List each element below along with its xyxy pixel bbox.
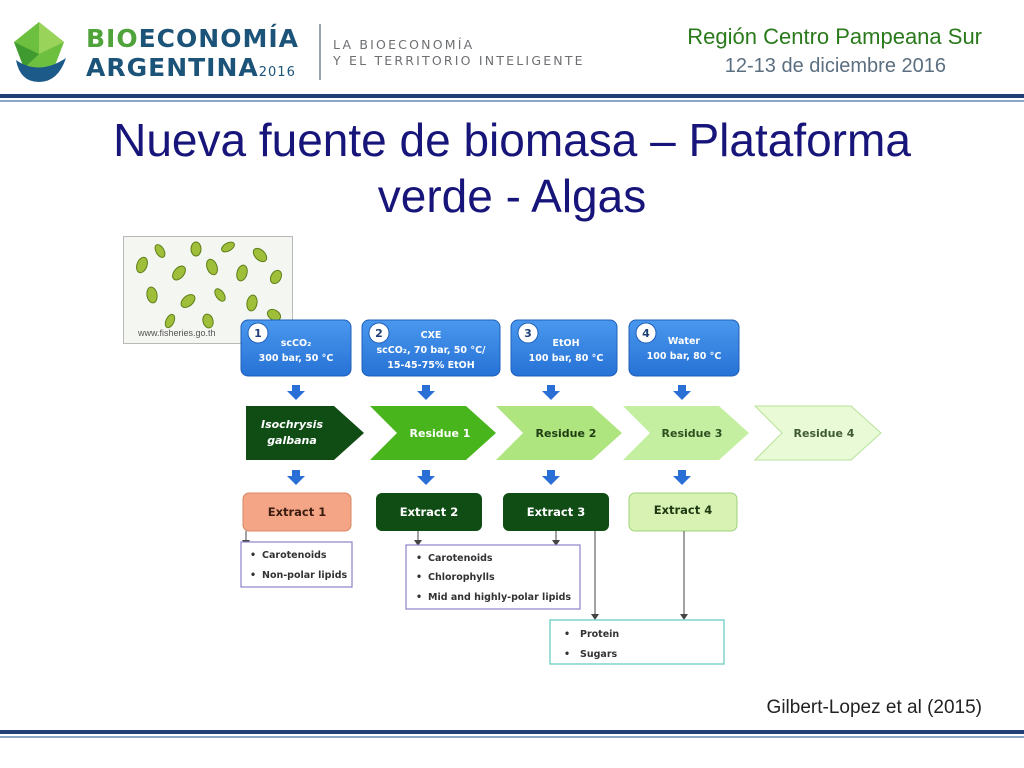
header-rule-thick [0,94,1024,98]
down-arrow-icon [417,385,435,400]
slide-title-line2: verde - Algas [377,170,647,222]
down-arrows-row1 [287,385,691,400]
list3-bullet-0: • [564,629,570,640]
chevron-residue-3: Residue 3 [623,406,749,460]
list-box-extract-3-4: • Protein • Sugars [549,619,725,665]
down-arrow-icon [542,470,560,485]
chevron-0-line1: Isochrysis [261,418,323,431]
citation: Gilbert-Lopez et al (2015) [766,697,982,718]
chevron-3-label: Residue 3 [662,427,723,440]
list1-item-1: Non-polar lipids [262,570,348,581]
footer-rule-thick [0,730,1024,734]
list3-item-0: Protein [580,629,619,640]
list2-bullet-1: • [416,572,422,583]
photo-source-caption: www.fisheries.go.th [138,328,216,338]
down-arrow-icon [673,385,691,400]
chevron-isochrysis: Isochrysis galbana [246,406,364,460]
chevron-0-line2: galbana [267,434,317,447]
list2-item-2: Mid and highly-polar lipids [428,592,571,603]
event-dates: 12-13 de diciembre 2016 [724,55,946,77]
down-arrow-icon [287,470,305,485]
step-2-line1: CXE [421,330,442,341]
list3-item-1: Sugars [580,649,618,660]
logo-argentina: ARGENTINA [86,53,259,82]
logo-wordmark-line2: ARGENTINA2016 [86,53,296,82]
footer-rule-thin [0,736,1024,738]
step-number-4: 4 [642,327,650,340]
chevron-residue-4: Residue 4 [753,405,882,461]
step-box-2: 2 CXE scCO₂, 70 bar, 50 °C/ 15-45-75% Et… [361,319,501,377]
list2-bullet-2: • [416,592,422,603]
step-2-line2: scCO₂, 70 bar, 50 °C/ [376,345,486,356]
step-number-3: 3 [524,327,532,340]
chevron-residue-2: Residue 2 [496,406,622,460]
logo-year: 2016 [258,65,296,80]
extract-box-2: Extract 2 [376,493,482,531]
logo-separator [319,24,321,80]
step-3-line1: EtOH [552,338,579,349]
step-2-line3: 15-45-75% EtOH [387,360,474,371]
step-4-line1: Water [668,336,701,347]
list1-bullet-1: • [250,570,256,581]
region-label: Región Centro Pampeana Sur [687,24,982,49]
extract-box-1: Extract 1 [242,492,352,532]
step-3-line2: 100 bar, 80 °C [529,353,604,364]
logo-economia: ECONOMÍA [138,24,299,53]
logo-bio: BIO [86,24,139,53]
step-box-4: 4 Water 100 bar, 80 °C [628,319,740,377]
down-arrow-icon [417,470,435,485]
step-number-2: 2 [375,327,383,340]
logo-wordmark-line1: BIOECONOMÍA [86,24,299,53]
chevron-4-label: Residue 4 [794,427,855,440]
down-arrows-row2 [287,470,691,485]
list1-item-0: Carotenoids [262,550,327,561]
extract-4-label: Extract 4 [654,503,713,517]
step-1-line1: scCO₂ [281,338,312,349]
microalgae-cells-icon [136,241,283,329]
down-arrow-icon [673,470,691,485]
list-box-extract-1: • Carotenoids • Non-polar lipids [240,541,353,588]
chevron-1-label: Residue 1 [410,427,471,440]
extract-1-label: Extract 1 [268,505,327,519]
logo-tagline-line2: Y EL TERRITORIO INTELIGENTE [333,53,585,68]
list2-item-1: Chlorophylls [428,572,495,583]
list-box-extract-2-3: • Carotenoids • Chlorophylls • Mid and h… [405,544,581,610]
logo-tagline-line1: LA BIOECONOMÍA [333,37,475,52]
slide-title-line1: Nueva fuente de biomasa – Plataforma [113,114,911,166]
extract-2-label: Extract 2 [400,505,459,519]
step-box-1: 1 scCO₂ 300 bar, 50 °C [240,319,352,377]
chevron-residue-1: Residue 1 [370,406,496,460]
list2-item-0: Carotenoids [428,553,493,564]
extract-box-3: Extract 3 [503,493,609,531]
step-1-line2: 300 bar, 50 °C [259,353,334,364]
step-number-1: 1 [254,327,262,340]
down-arrow-icon [287,385,305,400]
list1-bullet-0: • [250,550,256,561]
extract-3-label: Extract 3 [527,505,586,519]
extract-box-4: Extract 4 [628,492,738,532]
bioeconomia-leaf-logo-icon [14,22,66,82]
down-arrow-icon [542,385,560,400]
chevron-2-label: Residue 2 [536,427,597,440]
header-rule-thin [0,100,1024,102]
step-4-line2: 100 bar, 80 °C [647,351,722,362]
list3-bullet-1: • [564,649,570,660]
slide-title: Nueva fuente de biomasa – Plataforma ver… [40,112,984,224]
step-box-3: 3 EtOH 100 bar, 80 °C [510,319,618,377]
list2-bullet-0: • [416,553,422,564]
